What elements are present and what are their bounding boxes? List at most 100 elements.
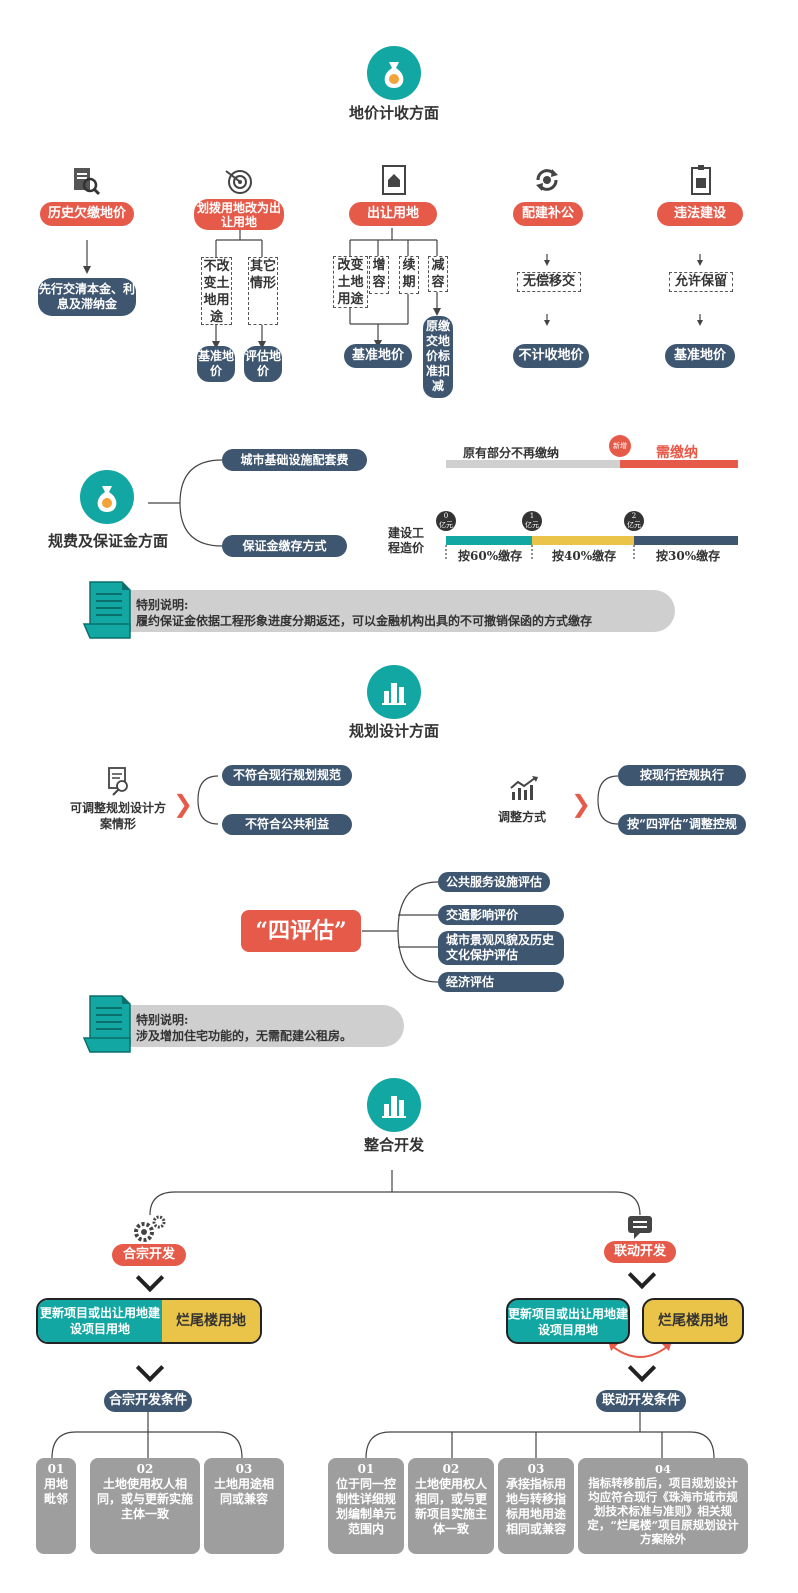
- linked-card-3: 03 承接指标用地与转移指标用地用途相同或兼容: [498, 1458, 574, 1554]
- seg-label-3: 按30%缴存: [656, 549, 721, 563]
- money-bag-icon-2: [80, 470, 134, 524]
- card-text: 土地使用权人相同，或与更新实施主体一致: [96, 1477, 193, 1521]
- document-search-icon: [70, 165, 102, 197]
- target-icon: [222, 165, 254, 197]
- result-benchmark-price-3: 基准地价: [665, 344, 735, 368]
- tag-merged-dev: 合宗开发: [112, 1244, 186, 1266]
- option-reduce-capacity: 减容: [428, 256, 448, 292]
- result-assessed-price: 评估地价: [244, 346, 282, 382]
- branch-deposit-method: 保证金缴存方式: [222, 535, 347, 557]
- four-evaluations-badge: “四评估”: [241, 910, 361, 952]
- linked-card-4: 04 指标转移前后，项目规划设计均应符合现行《珠海市城市规划技术标准与准则》相关…: [578, 1458, 748, 1554]
- seg-bar-1: [446, 536, 532, 545]
- note-2-title: 特别说明:: [136, 1013, 189, 1027]
- card-text: 承接指标用地与转移指标用地用途相同或兼容: [505, 1477, 566, 1536]
- note-document-icon-2: [82, 994, 134, 1054]
- linked-conditions: 联动开发条件: [596, 1390, 686, 1412]
- bar-right-label: 需缴纳: [656, 445, 698, 461]
- label-supporting-construction: 配建补公: [513, 202, 583, 226]
- card-num: 02: [136, 1462, 154, 1476]
- card-num: 01: [357, 1462, 375, 1476]
- tag-linked-dev: 联动开发: [604, 1241, 676, 1263]
- section-title-land-price: 地价计收方面: [348, 104, 439, 122]
- linked-box-unfinished: 烂尾楼用地: [642, 1298, 744, 1344]
- result-deduct-original: 原缴交地价标准扣减: [423, 316, 453, 398]
- label-transferred-land: 出让用地: [349, 202, 437, 226]
- adjust-method-label: 调整方式: [498, 810, 547, 824]
- note-document-icon: [82, 580, 134, 640]
- option-keep-use: 不改变土地用途: [201, 257, 232, 325]
- eval-economic: 经济评估: [438, 972, 564, 992]
- refresh-coin-icon: [532, 165, 562, 195]
- document-magnifier-icon: [106, 766, 132, 796]
- bar-new-part: [620, 460, 738, 468]
- bar-left-label: 原有部分不再缴纳: [463, 446, 560, 460]
- result-pay-principal: 先行交清本金、利息及滞纳金: [38, 278, 136, 316]
- special-note-2: 特别说明: 涉及增加住宅功能的，无需配建公租房。: [120, 1005, 404, 1047]
- result-benchmark-price-2: 基准地价: [344, 344, 412, 368]
- option-renewal: 续期: [399, 256, 419, 294]
- card-num: 01: [47, 1462, 65, 1476]
- method-four-evaluations: 按“四评估”调整控规: [618, 814, 746, 835]
- bar-chart-icon: [367, 665, 421, 719]
- note-1-text: 履约保证金依据工程形象进度分期返还，可以金融机构出具的不可撤销保函的方式缴存: [136, 614, 593, 628]
- option-increase-capacity: 增容: [369, 256, 389, 294]
- merged-card-1: 01 用地毗邻: [36, 1458, 76, 1554]
- bar-chart-icon-2: [367, 1078, 421, 1132]
- linked-box-renewal: 更新项目或出让用地建设项目用地: [506, 1298, 630, 1344]
- card-num: 04: [654, 1462, 671, 1476]
- case-not-public-interest: 不符合公共利益: [222, 814, 352, 835]
- section-title-fees-deposit: 规费及保证金方面: [47, 532, 168, 550]
- card-text: 土地使用权人相同，或与更新项目实施主体一致: [414, 1477, 487, 1536]
- mid-allow-retain: 允许保留: [669, 272, 733, 292]
- building-badge-icon: [688, 164, 714, 196]
- merged-card-2: 02 土地使用权人相同，或与更新实施主体一致: [90, 1458, 200, 1554]
- method-current-plan: 按现行控规执行: [618, 765, 746, 786]
- card-num: 02: [442, 1462, 460, 1476]
- merged-box-unfinished: 烂尾楼用地: [162, 1300, 260, 1342]
- option-change-use: 改变土地用途: [333, 256, 368, 308]
- seg-label-2: 按40%缴存: [552, 549, 617, 563]
- linked-card-2: 02 土地使用权人相同，或与更新项目实施主体一致: [408, 1458, 494, 1554]
- section-title-planning: 规划设计方面: [348, 722, 439, 740]
- eval-landscape-heritage: 城市景观风貌及历史文化保护评估: [438, 931, 564, 965]
- chevron-right-icon-2: ❯: [571, 790, 592, 818]
- note-1-title: 特别说明:: [136, 598, 189, 612]
- card-num: 03: [235, 1462, 253, 1476]
- label-illegal-construction: 违法建设: [657, 202, 743, 226]
- card-text: 指标转移前后，项目规划设计均应符合现行《珠海市城市规划技术标准与准则》相关规定，…: [587, 1476, 739, 1546]
- eval-traffic: 交通影响评价: [438, 905, 564, 925]
- branch-infrastructure-fee: 城市基础设施配套费: [222, 449, 367, 471]
- linked-card-1: 01 位于同一控制性详细规划编制单元范围内: [328, 1458, 404, 1554]
- merged-conditions: 合宗开发条件: [104, 1390, 192, 1412]
- note-2-text: 涉及增加住宅功能的，无需配建公租房。: [136, 1029, 353, 1043]
- money-bag-icon: [367, 46, 421, 100]
- seg-label-1: 按60%缴存: [458, 549, 523, 563]
- seg-bar-3: [634, 536, 738, 545]
- chevron-right-icon: ❯: [173, 790, 194, 818]
- result-no-land-price: 不计收地价: [513, 344, 589, 368]
- trend-chart-icon: [508, 776, 540, 802]
- card-num: 03: [527, 1462, 545, 1476]
- label-allocated-to-transfer: 划拨用地改为出让用地: [194, 199, 284, 230]
- option-other-cases: 其它情形: [248, 257, 278, 325]
- merged-card-3: 03 土地用途相同或兼容: [204, 1458, 284, 1554]
- card-text: 位于同一控制性详细规划编制单元范围内: [335, 1477, 396, 1536]
- chat-bubble-icon: [626, 1214, 654, 1240]
- card-text: 用地毗邻: [43, 1477, 68, 1506]
- gears-icon: [130, 1214, 170, 1244]
- result-benchmark-price: 基准地价: [197, 346, 235, 382]
- house-document-icon: [380, 164, 408, 196]
- section-title-integrated: 整合开发: [363, 1136, 424, 1154]
- adjustable-cases-label: 可调整规划设计方案情形: [69, 801, 166, 831]
- mid-free-transfer: 无偿移交: [517, 272, 581, 292]
- special-note-1: 特别说明: 履约保证金依据工程形象进度分期返还，可以金融机构出具的不可撤销保函的…: [120, 590, 675, 632]
- seg-bar-2: [532, 536, 634, 545]
- new-badge: 新增: [609, 435, 631, 457]
- merged-box-renewal: 更新项目或出让用地建设项目用地: [38, 1300, 162, 1342]
- case-not-meet-norms: 不符合现行规划规范: [222, 765, 352, 786]
